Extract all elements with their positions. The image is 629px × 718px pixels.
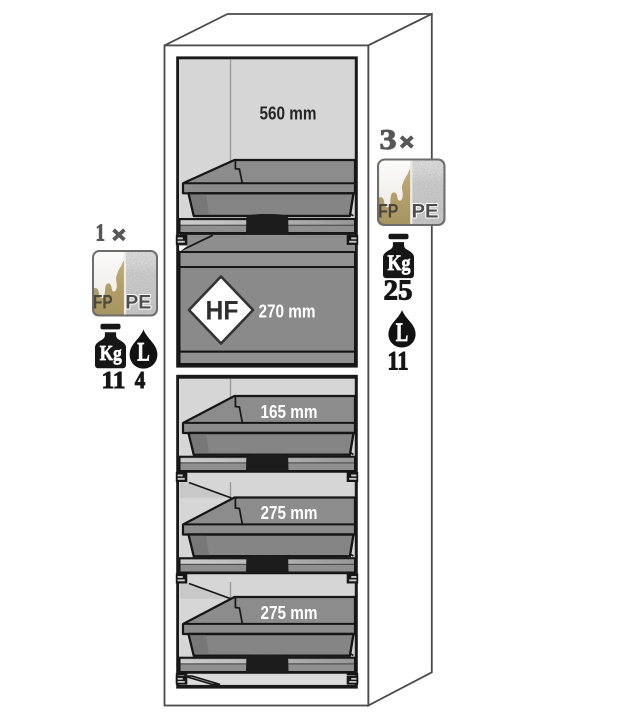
svg-text:3: 3 [380, 125, 397, 156]
svg-text:4: 4 [135, 368, 146, 394]
svg-text:L: L [396, 318, 409, 347]
svg-text:11: 11 [388, 347, 409, 376]
svg-text:Kg: Kg [388, 250, 411, 275]
svg-text:1: 1 [96, 221, 106, 247]
svg-text:270 mm: 270 mm [259, 301, 316, 322]
svg-text:Kg: Kg [100, 341, 122, 365]
svg-text:560 mm: 560 mm [260, 103, 317, 124]
svg-text:275 mm: 275 mm [261, 602, 318, 623]
svg-text:L: L [137, 338, 150, 367]
svg-text:165 mm: 165 mm [261, 401, 318, 422]
svg-text:11: 11 [102, 368, 126, 394]
svg-text:HF: HF [206, 296, 239, 326]
svg-text:25: 25 [384, 274, 413, 306]
svg-text:275 mm: 275 mm [261, 502, 318, 523]
